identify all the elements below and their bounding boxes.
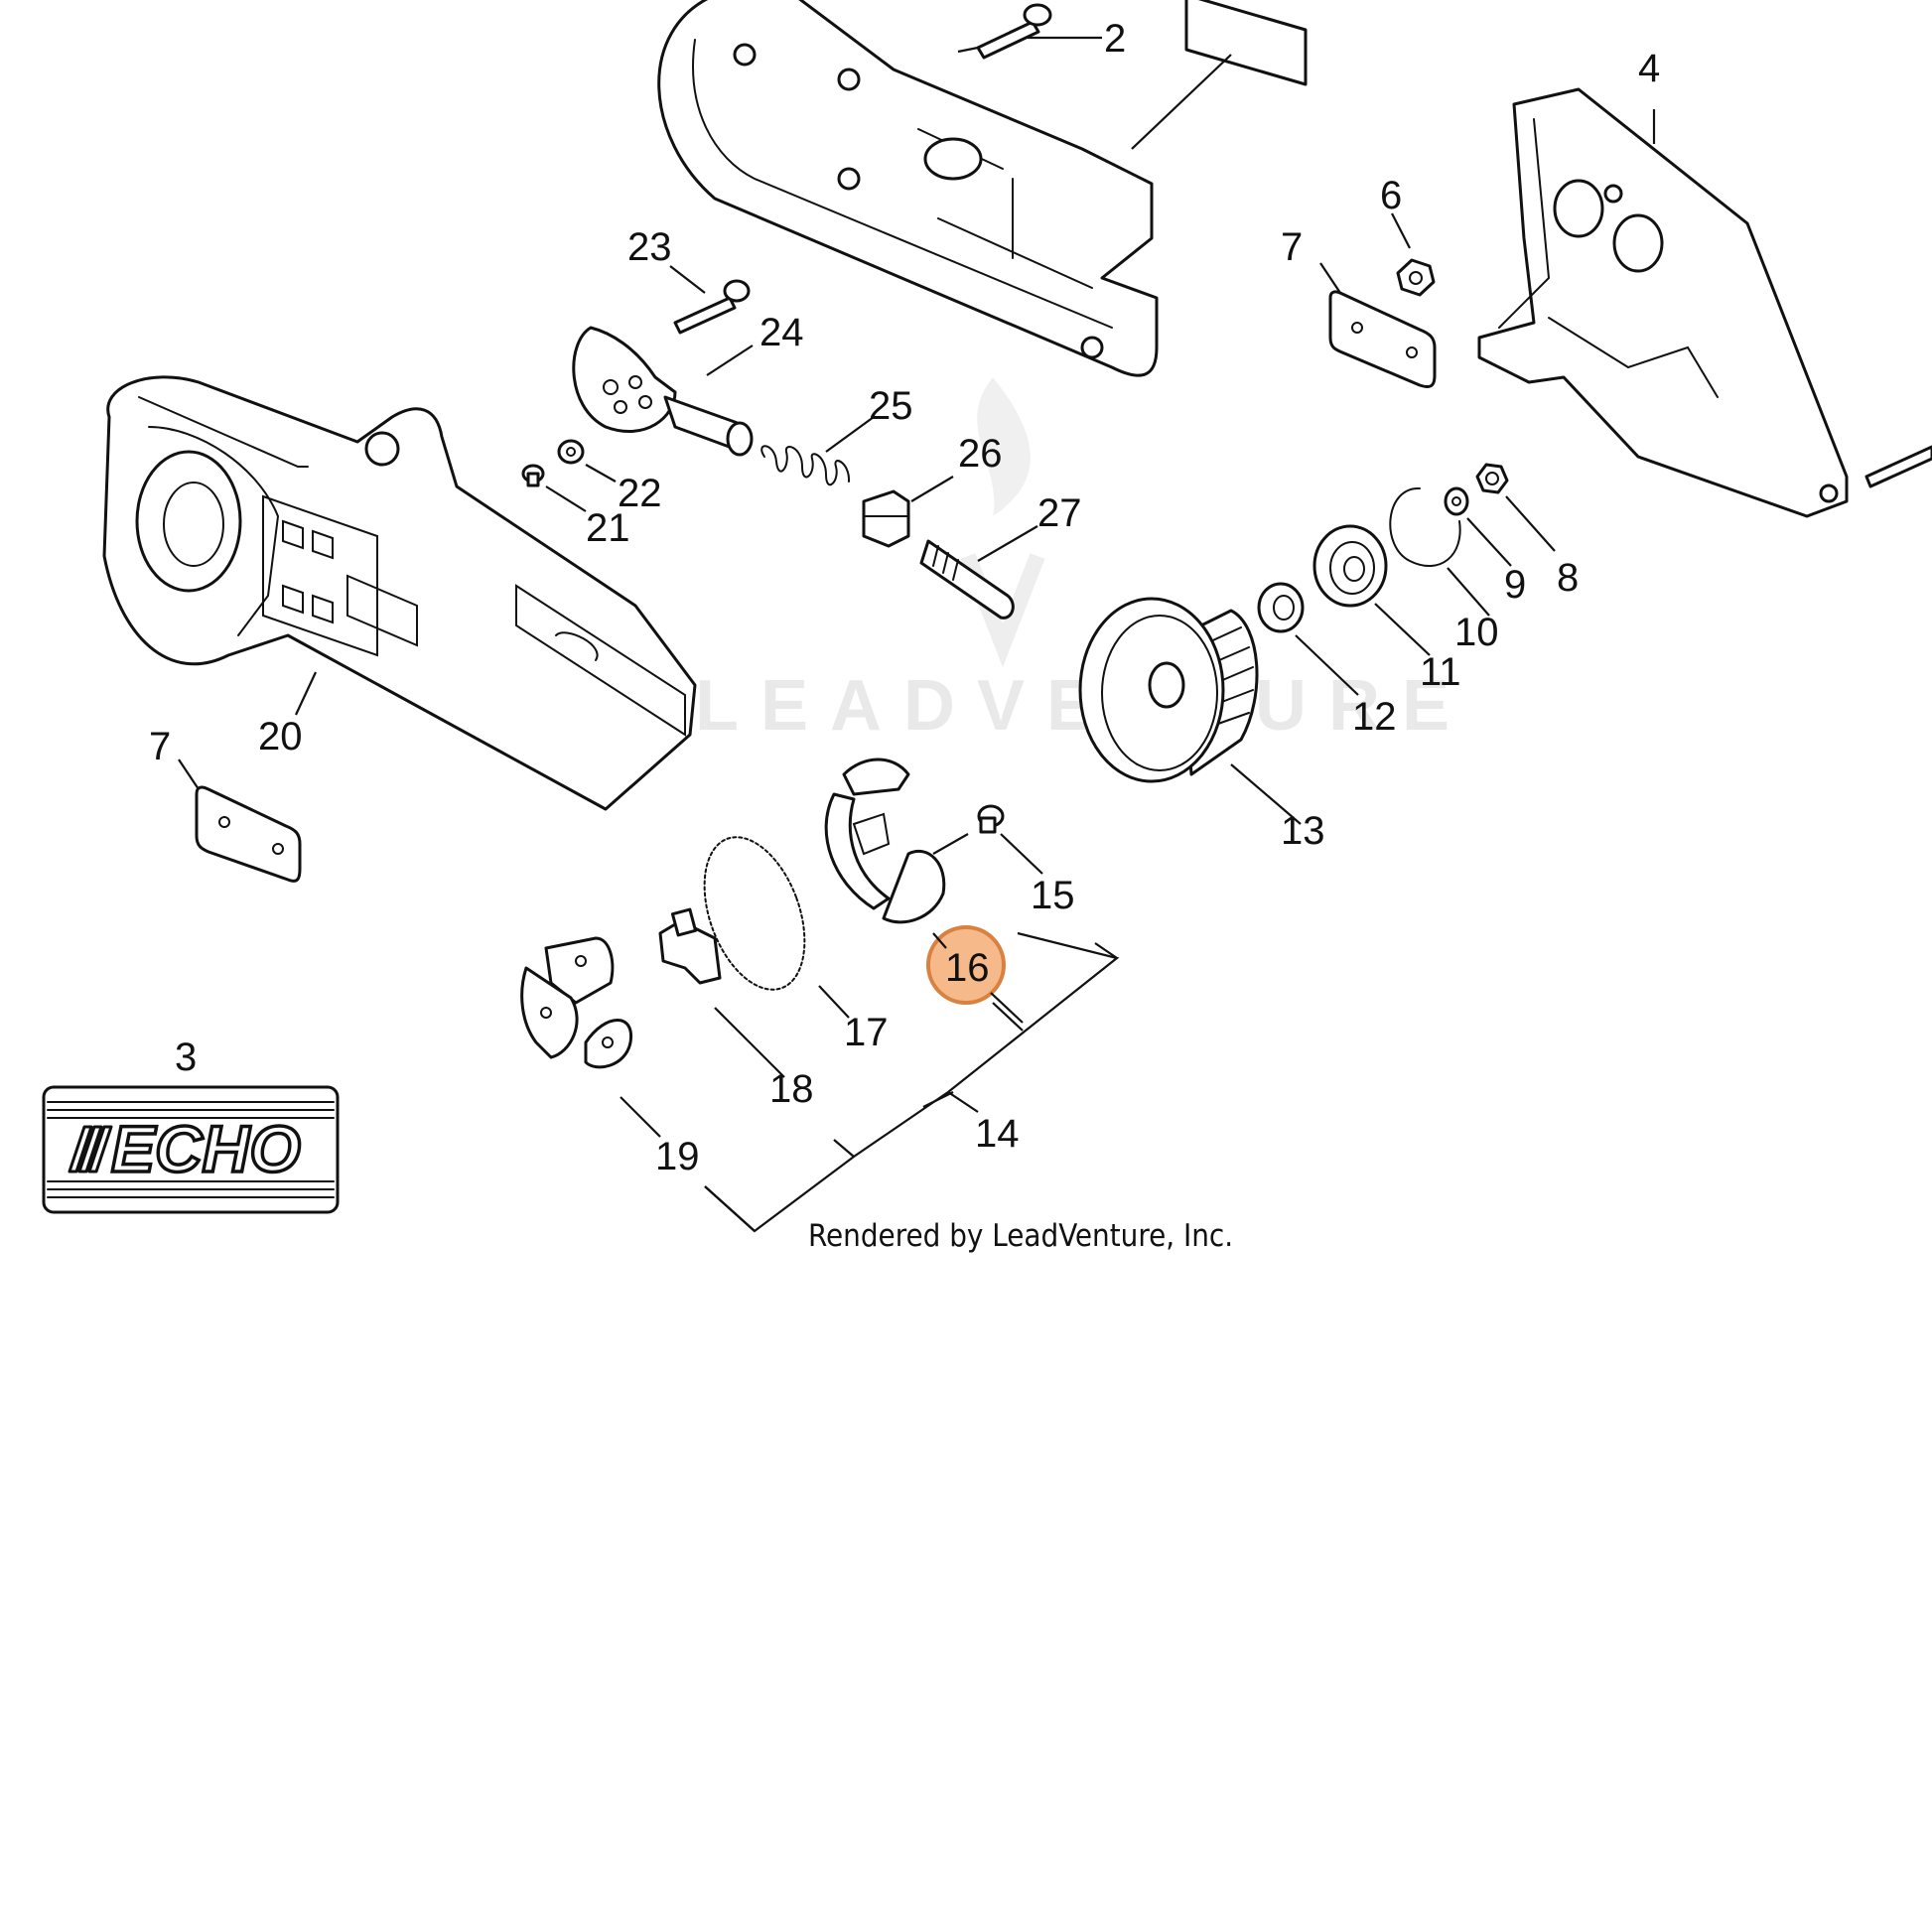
leader-8 <box>1505 495 1556 552</box>
callout-19[interactable]: 19 <box>655 1135 700 1178</box>
callout-22[interactable]: 22 <box>618 472 662 515</box>
leader-1 <box>1131 54 1232 150</box>
leader-15 <box>1000 833 1043 875</box>
leader-25 <box>825 416 875 453</box>
callout-4[interactable]: 4 <box>1638 47 1660 90</box>
leader-10 <box>1447 567 1490 617</box>
part-plate-7b[interactable] <box>195 785 302 883</box>
assembly-bracket-14 <box>704 931 1120 1233</box>
part-washer-22[interactable] <box>557 439 585 465</box>
part-adjuster-27[interactable] <box>919 539 1015 620</box>
part-plate-7a[interactable] <box>1328 290 1437 389</box>
leader-2b <box>957 46 979 54</box>
part-nut-8[interactable] <box>1475 463 1509 494</box>
part-clutch-hub-18[interactable] <box>658 907 722 985</box>
callout-18[interactable]: 18 <box>769 1067 814 1111</box>
leader-6 <box>1391 212 1411 249</box>
callout-21[interactable]: 21 <box>586 506 630 550</box>
callout-10[interactable]: 10 <box>1454 611 1499 654</box>
part-spring-25[interactable] <box>760 445 851 486</box>
leader-11 <box>1374 603 1431 656</box>
callout-17[interactable]: 17 <box>844 1011 889 1054</box>
leader-7a <box>1319 262 1341 294</box>
leader-14 <box>947 1091 979 1113</box>
callout-7b[interactable]: 7 <box>149 725 171 768</box>
brand-echo-logo: ECHO <box>111 1112 301 1185</box>
callout-3[interactable]: 3 <box>175 1035 197 1079</box>
callout-8[interactable]: 8 <box>1557 556 1579 600</box>
watermark-text: LEADVENTURE <box>695 666 1471 746</box>
callout-2[interactable]: 2 <box>1104 17 1126 61</box>
callout-9[interactable]: 9 <box>1504 563 1526 607</box>
callout-27[interactable]: 27 <box>1037 491 1082 535</box>
part-nut-6[interactable] <box>1396 258 1436 297</box>
credit-text: Rendered by LeadVenture, Inc. <box>808 1218 1233 1254</box>
callout-26[interactable]: 26 <box>958 432 1003 476</box>
callout-25[interactable]: 25 <box>869 384 913 428</box>
part-bearing-11[interactable] <box>1312 524 1388 608</box>
callout-20[interactable]: 20 <box>258 715 303 759</box>
part-snap-ring-10[interactable] <box>1389 486 1461 567</box>
part-bushing-12[interactable] <box>1257 582 1305 633</box>
leader-19 <box>620 1096 661 1138</box>
leader-24 <box>706 345 754 376</box>
part-bracket-24[interactable] <box>572 326 754 457</box>
callout-7a[interactable]: 7 <box>1281 225 1303 269</box>
highlight-circle[interactable] <box>926 925 1006 1005</box>
callout-14[interactable]: 14 <box>975 1112 1020 1156</box>
part-clutch-shoes-16[interactable] <box>824 758 946 924</box>
leader-27 <box>977 525 1038 562</box>
part-badge-3[interactable]: ECHO <box>42 1085 340 1214</box>
leader-18 <box>714 1007 785 1078</box>
leader-7b <box>178 759 200 790</box>
leader-17 <box>818 985 850 1019</box>
callout-13[interactable]: 13 <box>1281 809 1325 853</box>
part-guard-inner-top[interactable] <box>657 0 1159 377</box>
part-guard-outer[interactable] <box>1477 87 1932 518</box>
part-bolt-2[interactable] <box>976 3 1052 60</box>
callout-11[interactable]: 11 <box>1420 650 1461 694</box>
label-plate-top <box>1184 0 1308 86</box>
callout-16[interactable]: 16 <box>945 946 990 990</box>
part-plates-19[interactable] <box>520 936 632 1069</box>
part-bolt-23[interactable] <box>673 279 751 335</box>
leader-16-screw <box>932 833 969 855</box>
callout-23[interactable]: 23 <box>627 225 672 269</box>
leader-26 <box>910 476 954 502</box>
leader-22 <box>585 464 617 483</box>
part-screw-21[interactable] <box>521 464 545 487</box>
callout-16-highlight[interactable]: 16 <box>926 925 1024 1024</box>
callout-24[interactable]: 24 <box>759 311 804 354</box>
callout-15[interactable]: 15 <box>1031 874 1075 917</box>
part-tensioner-26[interactable] <box>862 489 910 548</box>
part-housing-20[interactable] <box>102 375 697 811</box>
leader-9 <box>1466 517 1512 567</box>
callout-6[interactable]: 6 <box>1380 174 1402 217</box>
leader-21 <box>545 485 587 512</box>
leader-12 <box>1295 634 1359 696</box>
part-washer-9[interactable] <box>1444 486 1469 516</box>
part-screw-15[interactable] <box>977 804 1005 834</box>
part-clutch-drum-13[interactable] <box>1078 597 1259 783</box>
callout-12[interactable]: 12 <box>1352 695 1397 739</box>
leader-13 <box>1230 763 1302 825</box>
leader-20 <box>295 671 317 716</box>
leader-23 <box>669 265 706 294</box>
part-spring-ring-17[interactable] <box>685 823 823 1003</box>
